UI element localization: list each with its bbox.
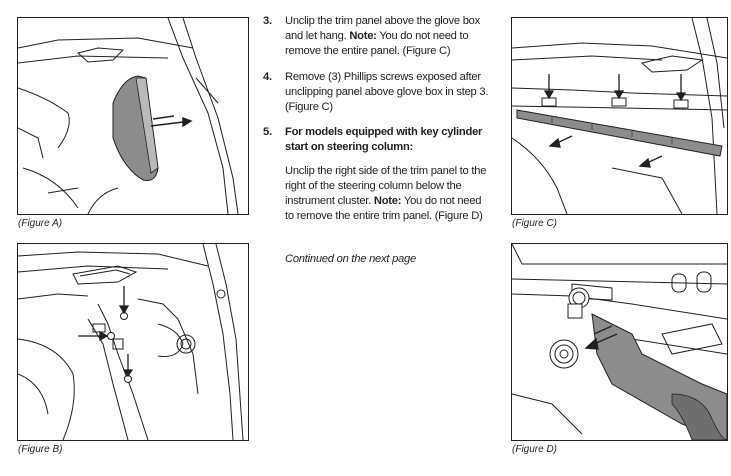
figure-b — [17, 243, 249, 441]
figure-c-caption: (Figure C) — [512, 218, 558, 229]
continued-note: Continued on the next page — [285, 253, 416, 266]
note-text: You do not need to remove the entire tri… — [285, 195, 482, 223]
figure-ref: (Figure C) — [402, 45, 451, 58]
step-text: Unclip the right side of the trim panel … — [285, 164, 487, 208]
figure-c — [511, 17, 728, 215]
figure-d-caption: (Figure D) — [512, 444, 558, 455]
note-label: Note: — [349, 30, 377, 43]
figure-a-illustration — [18, 18, 239, 214]
step-3: 3. Unclip the trim panel above the glove… — [263, 14, 491, 60]
instructions: 3. Unclip the trim panel above the glove… — [263, 14, 491, 268]
figure-b-illustration — [18, 244, 244, 440]
note-label: Note: — [373, 195, 402, 208]
figure-a — [17, 17, 249, 215]
step-number: 3. — [263, 15, 272, 27]
step-4: 4. Remove (3) Phillips screws exposed af… — [263, 70, 491, 116]
step-5-detail: Unclip the right side of the trim panel … — [263, 164, 491, 225]
step-number: 4. — [263, 70, 272, 83]
figure-ref: (Figure D) — [434, 210, 483, 223]
figure-a-caption: (Figure A) — [18, 218, 63, 229]
step-number: 5. — [263, 126, 272, 139]
step-heading: For models equipped with key cylinder st… — [285, 126, 483, 154]
figure-d-illustration — [512, 244, 727, 440]
step-5: 5. For models equipped with key cylinder… — [263, 125, 491, 155]
figure-c-illustration — [512, 18, 727, 214]
note-text: You do not need to remove the entire pan… — [285, 30, 469, 58]
trim-panel-c — [516, 109, 723, 157]
step-text: Unclip the trim panel above the glove bo… — [285, 15, 480, 43]
step-text: Remove (3) Phillips screws exposed after… — [285, 70, 489, 114]
figure-d — [511, 243, 728, 441]
figure-b-caption: (Figure B) — [18, 444, 63, 455]
